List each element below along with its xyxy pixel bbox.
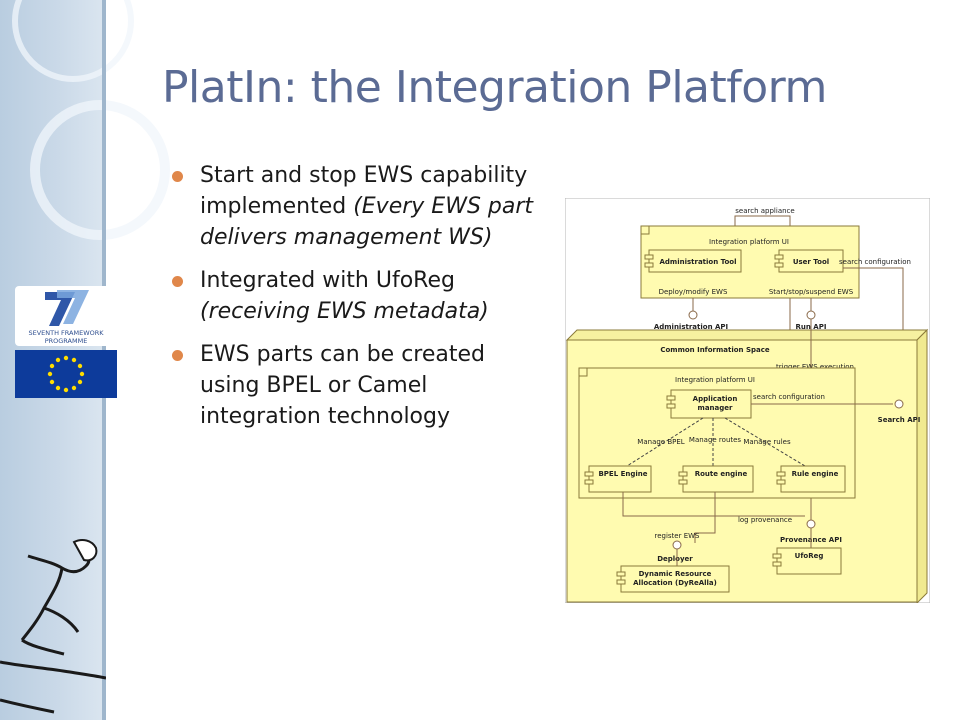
bullet-note: (Every EWS part delivers management WS) xyxy=(200,194,534,250)
admin-api-label: Administration API xyxy=(654,323,728,331)
search-config-label-top: search configuration xyxy=(839,258,911,266)
ufo-reg-box xyxy=(776,547,842,575)
manage-routes-label: Manage routes xyxy=(689,436,742,444)
route-engine-box xyxy=(682,465,754,493)
deployer-label: Deployer xyxy=(657,555,693,563)
bullet-note: (receiving EWS metadata) xyxy=(200,299,489,324)
rule-engine-box xyxy=(780,465,846,493)
bullet-list: Start and stop EWS capability implemente… xyxy=(166,160,536,444)
eu-flag-logo xyxy=(15,350,117,398)
rule-engine-label: Rule engine xyxy=(792,470,839,478)
admin-api-interface xyxy=(688,310,698,320)
ufo-reg-label: UfoReg xyxy=(795,552,824,560)
app-manager-label-line2: manager xyxy=(698,404,733,412)
ui-package-top-title: Integration platform UI xyxy=(709,238,789,246)
start-stop-label: Start/stop/suspend EWS xyxy=(769,288,854,296)
cis-node-side xyxy=(916,328,928,603)
bpel-engine-label: BPEL Engine xyxy=(598,470,647,478)
manage-rules-arrow xyxy=(724,417,806,467)
log-provenance-label: log provenance xyxy=(738,516,792,524)
dyrealla-label-line1: Dynamic Resource xyxy=(639,570,712,578)
user-tool-label: User Tool xyxy=(793,258,829,266)
architecture-diagram: search appliance Integration platform UI… xyxy=(565,198,930,603)
deployer-interface xyxy=(672,540,682,550)
bullet-text: Integrated with UfoReg xyxy=(200,268,455,293)
fp7-logo-text-line1: SEVENTH FRAMEWORK xyxy=(28,329,104,337)
dyrealla-label-line2: Allocation (DyReAlla) xyxy=(633,579,717,587)
search-api-interface xyxy=(894,399,904,409)
decorative-ring xyxy=(30,100,170,240)
bullet-item: Integrated with UfoReg (receiving EWS me… xyxy=(166,265,536,327)
register-ews-line xyxy=(694,492,716,543)
dyrealla-box xyxy=(620,565,730,593)
bullet-dot-icon xyxy=(172,276,183,287)
register-ews-label: register EWS xyxy=(654,532,700,540)
run-api-interface xyxy=(806,310,816,320)
provenance-api-interface xyxy=(806,519,816,529)
figure-silhouette xyxy=(0,539,106,714)
app-manager-label-line1: Application xyxy=(693,395,738,403)
search-config-label-inner: search configuration xyxy=(753,393,825,401)
trigger-label: trigger EWS execution xyxy=(776,363,854,371)
bullet-item: Start and stop EWS capability implemente… xyxy=(166,160,536,253)
search-api-label: Search API xyxy=(878,416,921,424)
bullet-text: Start and stop EWS capability implemente… xyxy=(200,163,528,219)
admin-tool-box xyxy=(648,249,742,273)
bullet-dot-icon xyxy=(172,171,183,182)
admin-tool-label: Administration Tool xyxy=(659,258,736,266)
bullet-text: EWS parts can be created using BPEL or C… xyxy=(200,342,485,429)
ui-package-inner-title: Integration platform UI xyxy=(675,376,755,384)
route-engine-label: Route engine xyxy=(695,470,748,478)
manage-bpel-label: Manage BPEL xyxy=(637,438,684,446)
fp7-logo-text-line2: PROGRAMME xyxy=(45,337,88,345)
bullet-item: EWS parts can be created using BPEL or C… xyxy=(166,339,536,432)
deploy-label: Deploy/modify EWS xyxy=(659,288,728,296)
cis-node-top xyxy=(565,329,929,341)
bpel-engine-box xyxy=(588,465,652,493)
app-manager-box xyxy=(670,389,752,419)
log-provenance-line xyxy=(622,492,805,517)
user-tool-box xyxy=(778,249,844,273)
search-appliance-label: search appliance xyxy=(735,207,794,215)
manage-rules-label: Manage rules xyxy=(743,438,791,446)
bullet-dot-icon xyxy=(172,350,183,361)
fp7-logo: SEVENTH FRAMEWORK PROGRAMME xyxy=(15,286,117,346)
slide-title: PlatIn: the Integration Platform xyxy=(162,62,827,113)
cis-title: Common Information Space xyxy=(660,346,770,354)
